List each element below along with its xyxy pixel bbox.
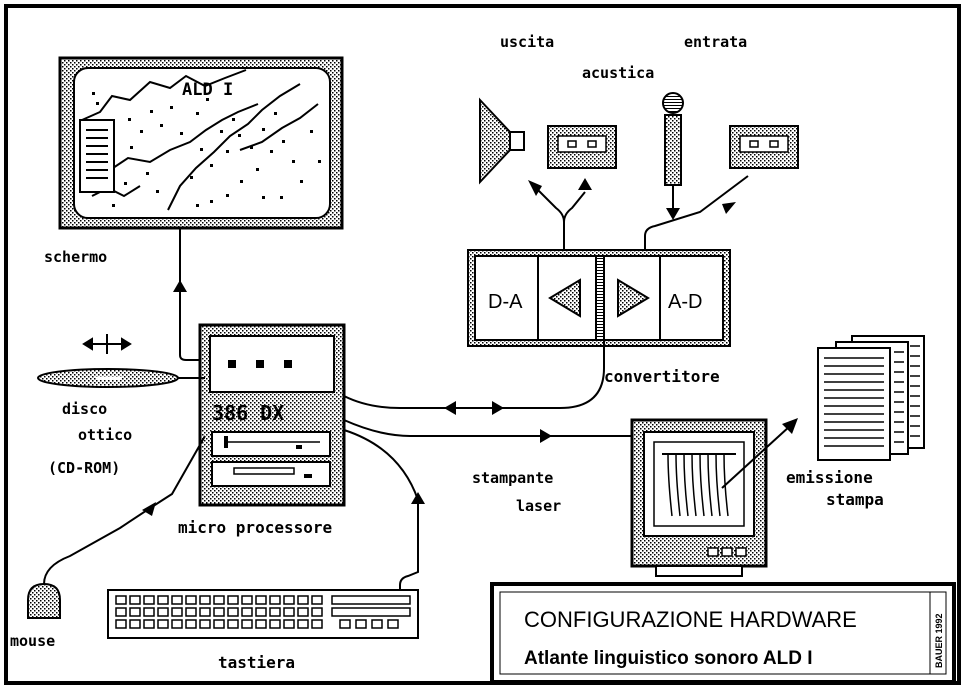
label-uscita: uscita [500,33,554,51]
keyboard-icon [107,589,419,639]
connector-keyboard-cpu-upper [343,429,419,501]
arrow-right-icon [492,401,504,415]
microprocessor-tower [198,323,346,507]
connector-cpu-converter [343,340,605,409]
microphone-icon [662,92,684,186]
label-schermo: schermo [44,248,107,266]
arrow-printer-icon [540,429,552,443]
arrow-mouse-icon [142,502,156,516]
label-laser: laser [516,497,561,515]
connector-cpu-printer [343,419,632,437]
label-micro-processore: micro processore [178,518,332,537]
cassette-output-icon [547,125,617,169]
label-stampante: stampante [472,469,553,487]
outer-frame [4,4,961,685]
arrow-left-icon [444,401,456,415]
screen-title: ALD I [182,80,233,100]
label-stampa: stampa [826,490,884,509]
signature: BAUER 1992 [934,613,944,668]
arrow-output-icon [782,418,798,434]
audio-connectors [533,175,749,250]
label-mouse: mouse [10,632,55,650]
label-ad: A-D [668,291,702,313]
mouse-icon [27,582,61,619]
label-entrata: entrata [684,33,747,51]
audio-arrows [528,178,736,220]
connector-screen-cpu [179,228,205,361]
label-cpu-model: 386 DX [212,401,284,425]
optical-disc-icon [37,368,179,388]
connector-mouse-cpu [43,435,206,585]
cassette-input-icon [729,125,799,169]
label-emissione: emissione [786,468,873,487]
monitor-screen [58,56,344,230]
label-convertitore: convertitore [604,367,720,386]
connector-printer-output [721,425,791,489]
connector-keyboard-cpu [399,500,419,590]
move-arrows-icon [82,334,132,354]
arrow-up-icon [173,280,187,292]
laser-printer-icon [630,418,768,577]
label-acustica: acustica [582,64,654,82]
label-disco: disco [62,400,107,418]
speaker-icon [479,97,525,185]
label-tastiera: tastiera [218,653,295,672]
label-ottico: ottico [78,426,132,444]
title-box [490,582,956,684]
label-cd-rom: (CD-ROM) [48,459,120,477]
converter-box [467,249,731,347]
arrow-keyboard-icon [411,492,425,504]
title-configurazione: CONFIGURAZIONE HARDWARE [524,607,857,632]
printed-pages-icon [817,335,925,461]
label-da: D-A [488,291,523,313]
subtitle-atlante: Atlante linguistico sonoro ALD I [524,648,813,669]
